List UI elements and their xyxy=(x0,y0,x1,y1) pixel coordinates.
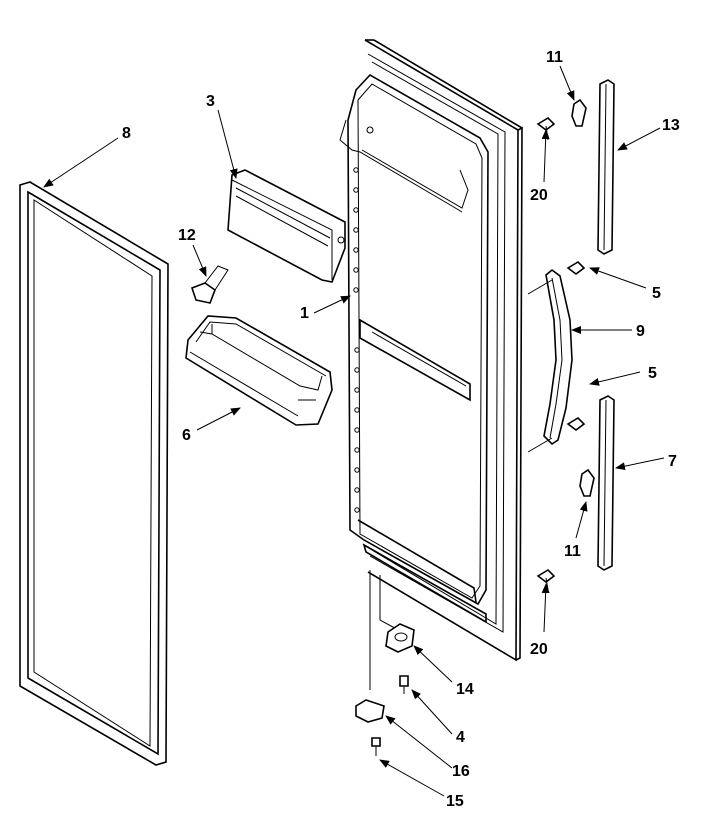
callout-7: 7 xyxy=(668,453,677,470)
callout-20-bot: 20 xyxy=(530,641,548,658)
bottom-trim-strip-part xyxy=(597,395,615,571)
door-handle-part xyxy=(527,268,573,453)
callout-11-top: 11 xyxy=(546,49,563,66)
callout-3: 3 xyxy=(206,93,215,110)
leader-lines xyxy=(43,65,665,797)
clip-part xyxy=(190,265,229,304)
shelf-cover-part xyxy=(227,169,346,283)
top-trim-strip-part xyxy=(597,79,615,255)
bottom-clip-part xyxy=(579,468,595,497)
callout-20-top: 20 xyxy=(530,187,548,204)
hinge-bushing-part xyxy=(385,623,415,653)
callout-6: 6 xyxy=(182,427,191,444)
lower-hinge-part xyxy=(355,699,385,723)
door-bin-part xyxy=(185,315,333,426)
callout-13: 13 xyxy=(662,117,680,134)
callout-11-bot: 11 xyxy=(564,543,581,560)
callout-9: 9 xyxy=(636,323,645,340)
handle-screw-top-part xyxy=(566,260,586,275)
callout-5-mid: 5 xyxy=(648,365,657,382)
door-gasket-part xyxy=(19,181,169,766)
callout-15: 15 xyxy=(446,793,464,810)
callout-4: 4 xyxy=(456,729,465,746)
hinge-screw-part xyxy=(399,675,409,694)
bottom-screw-part xyxy=(371,737,381,756)
callout-8: 8 xyxy=(122,125,131,142)
callout-1: 1 xyxy=(300,305,309,322)
callout-16: 16 xyxy=(452,763,470,780)
callout-14: 14 xyxy=(456,681,474,698)
top-clip-part xyxy=(571,98,587,127)
callout-5-top: 5 xyxy=(652,285,661,302)
handle-screw-bottom-part xyxy=(566,416,586,431)
callout-12: 12 xyxy=(178,227,196,244)
door-liner-part xyxy=(339,39,523,662)
